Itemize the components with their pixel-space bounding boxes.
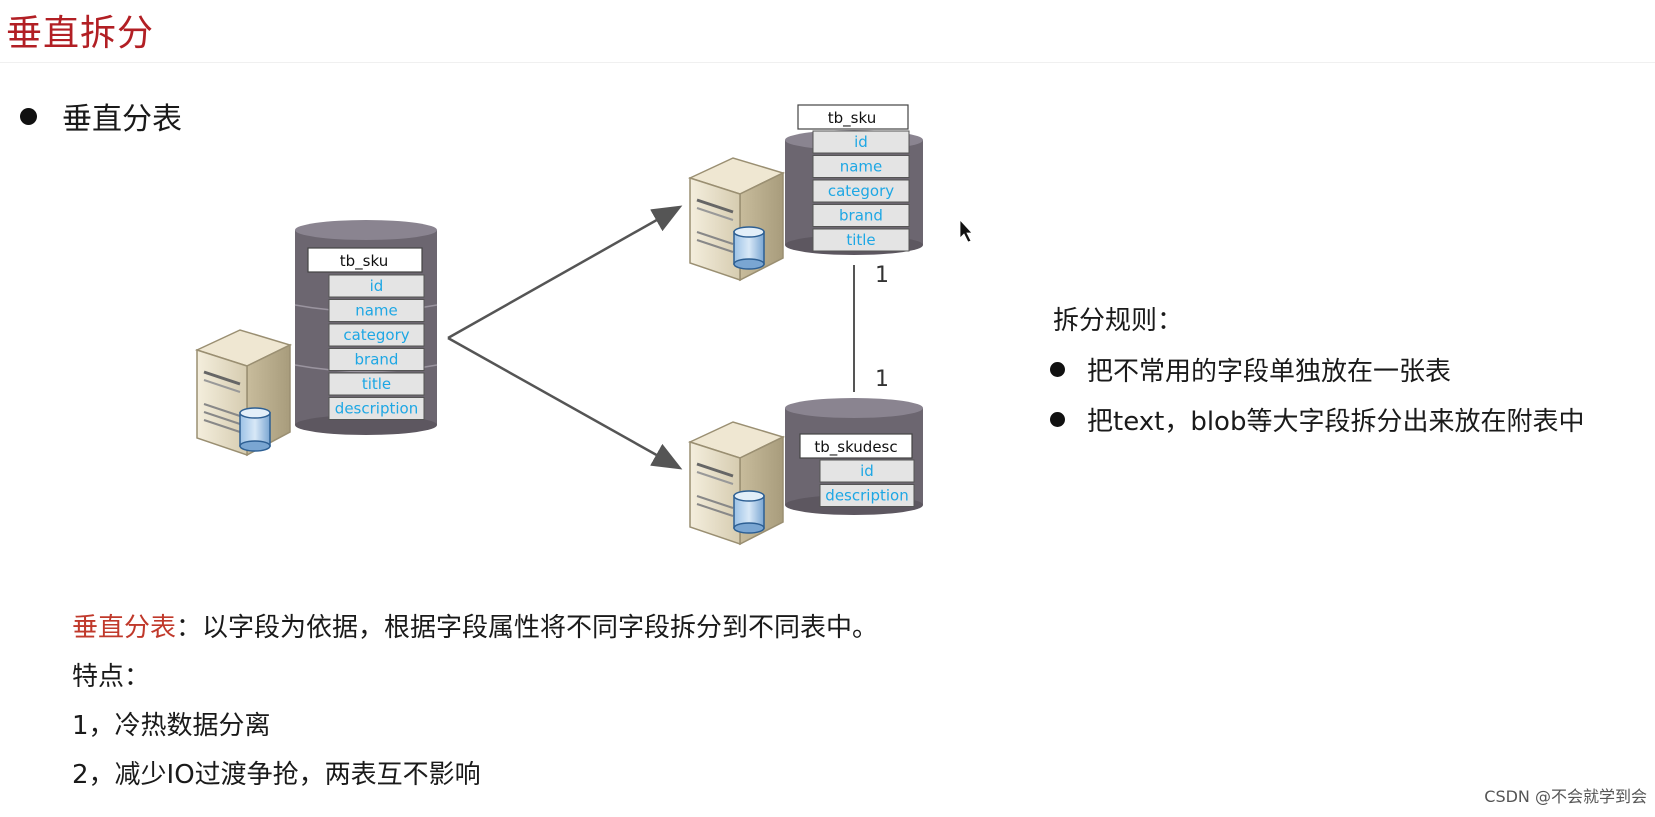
field-name: name [840,158,883,176]
field-name: brand [839,207,883,225]
field-cell [328,348,425,371]
field-cell [819,484,915,507]
rule-text: 把不常用的字段单独放在一张表 [1087,356,1452,387]
field-cell [328,372,425,396]
field-name: brand [355,351,399,369]
arrow-to-top-table [447,205,683,340]
source-table-name: tb_sku [340,252,388,271]
definition-term: 垂直分表 [72,613,177,643]
definition-text: ：以字段为依据，根据字段属性将不同字段拆分到不同表中。 [176,613,879,643]
top-table-drum: tb_sku id name category brand title [785,104,923,255]
main-bullet: 垂直分表 [20,94,182,138]
rule-item: 把text，blob等大字段拆分出来放在附表中 [1050,401,1584,437]
top-database-icon [733,226,765,270]
top-table-name: tb_sku [828,109,876,128]
feature-item: 2，减少IO过渡争抢，两表互不影响 [72,760,481,790]
watermark: CSDN @不会就学到会 [1484,787,1647,806]
bottom-server-icon [687,421,786,546]
relation-label-top: 1 [875,263,889,288]
field-name: category [828,182,894,200]
bullet-dot-icon [1050,361,1065,377]
rule-item: 把不常用的字段单独放在一张表 [1050,351,1584,387]
feature-item: 1，冷热数据分离 [72,711,271,741]
definition-line: 垂直分表：以字段为依据，根据字段属性将不同字段拆分到不同表中。 [72,610,878,659]
title-divider [0,62,1655,63]
field-cell [328,299,425,322]
field-name: description [335,400,418,418]
field-cell [812,130,910,154]
field-cell [812,228,910,252]
field-cell [819,459,915,483]
field-name: title [846,231,875,249]
split-rules-panel: 拆分规则： 把不常用的字段单独放在一张表 把text，blob等大字段拆分出来放… [1050,300,1584,451]
mouse-cursor-icon [959,218,973,243]
source-server-icon [194,329,293,457]
field-name: category [343,326,409,344]
bullet-dot-icon [20,107,37,125]
source-database-icon [239,407,271,452]
arrow-to-bottom-table [447,336,683,470]
field-name: description [825,487,908,505]
slide-title: 垂直拆分 [6,13,155,54]
field-cell [328,274,425,298]
field-name: id [370,277,384,295]
field-cell [812,155,910,178]
top-server-icon [687,157,786,282]
field-cell [328,397,425,420]
bottom-table-name: tb_skudesc [814,438,897,457]
source-table-drum: tb_sku id name category brand title descripti… [294,220,438,435]
field-name: id [860,462,874,480]
bullet-dot-icon [1050,411,1065,427]
main-bullet-label: 垂直分表 [62,102,182,137]
field-name: id [854,133,868,151]
field-cell [812,179,910,203]
rule-text: 把text，blob等大字段拆分出来放在附表中 [1087,406,1585,437]
description-block: 垂直分表：以字段为依据，根据字段属性将不同字段拆分到不同表中。 特点： 1，冷热… [72,610,878,806]
features-heading: 特点： [72,662,151,692]
field-cell [812,204,910,227]
relation-label-bottom: 1 [875,367,889,392]
bottom-table-drum: tb_skudesc id description [785,398,923,515]
field-cell [328,323,425,347]
field-name: name [355,302,398,320]
rules-heading: 拆分规则： [1053,306,1184,336]
bottom-database-icon [733,490,765,534]
field-name: title [362,375,391,393]
